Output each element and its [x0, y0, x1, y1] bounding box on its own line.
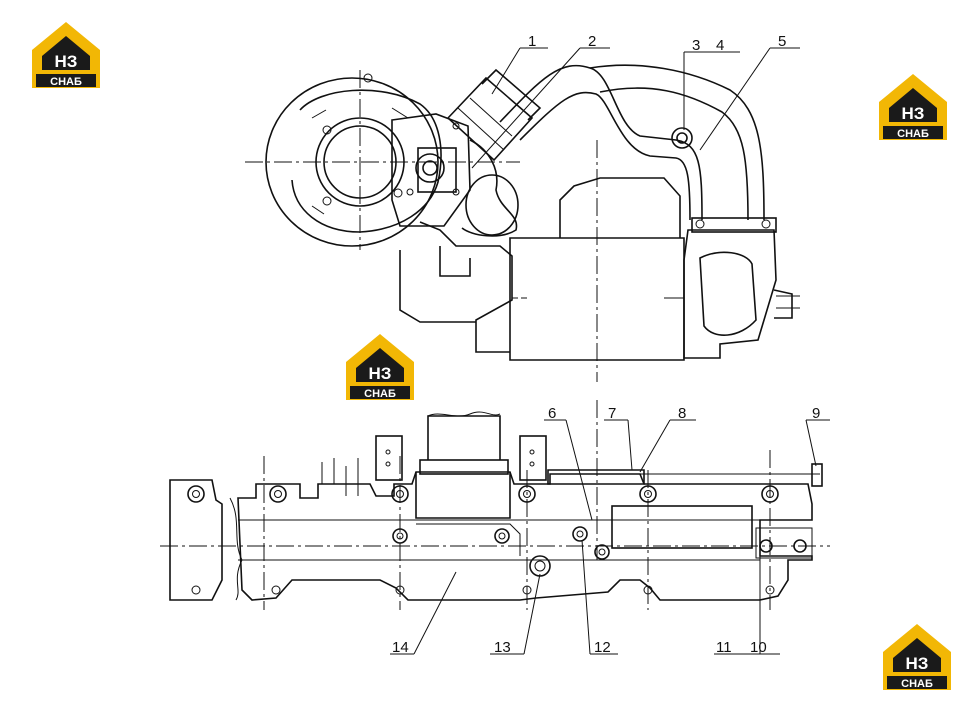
callout-12: 12	[594, 639, 611, 656]
cooler-box	[683, 229, 777, 359]
callout-2: 2	[588, 33, 596, 50]
callout-3: 3	[692, 37, 700, 54]
logo-sub-text: СНАБ	[50, 76, 82, 88]
exhaust-pipe	[499, 64, 703, 221]
brand-logo: НЗ СНАБ	[879, 74, 947, 140]
logo-sub-text: СНАБ	[897, 128, 929, 140]
callout-13: 13	[494, 639, 511, 656]
frame-bolt-hole	[269, 485, 807, 595]
turbocharger-view	[245, 64, 800, 382]
callout-6: 6	[548, 405, 556, 422]
callout-8: 8	[678, 405, 686, 422]
callout-labels: 1 2 3 4 5 6 7 8 9 11 10 12 13 14	[392, 33, 820, 656]
logo-main-text: НЗ	[906, 654, 929, 673]
logo-sub-text: СНАБ	[901, 678, 933, 690]
callout-10: 10	[750, 639, 767, 656]
logo-main-text: НЗ	[55, 52, 78, 71]
brand-logo: НЗ СНАБ	[346, 334, 414, 400]
callout-5: 5	[778, 33, 786, 50]
engine-block	[509, 237, 685, 361]
compressor-outlet	[315, 117, 405, 207]
callout-4: 4	[716, 37, 724, 54]
frame-view	[160, 400, 830, 610]
callout-9: 9	[812, 405, 820, 422]
logo-main-text: НЗ	[369, 364, 392, 383]
frame-end-block	[169, 479, 223, 601]
inlet-pipe	[446, 76, 534, 162]
turbine-housing	[265, 77, 439, 247]
callout-11: 11	[716, 639, 732, 656]
logo-sub-text: СНАБ	[364, 388, 396, 400]
brand-logo: НЗ СНАБ	[883, 624, 951, 690]
callouts	[390, 47, 830, 655]
mounted-bracket	[415, 472, 511, 519]
brand-logo: НЗ СНАБ	[32, 22, 100, 88]
logo-main-text: НЗ	[902, 104, 925, 123]
callout-1: 1	[528, 33, 536, 50]
callout-14: 14	[392, 639, 409, 656]
callout-7: 7	[608, 405, 616, 422]
